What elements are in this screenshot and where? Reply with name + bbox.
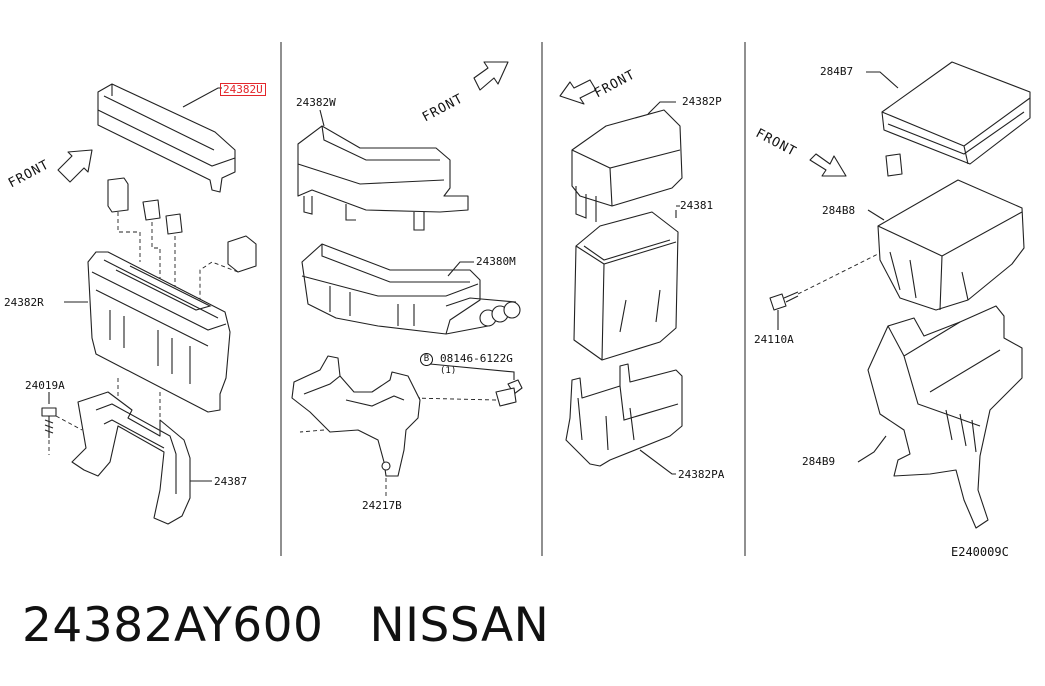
- leader-tray: [857, 435, 887, 463]
- bracket-2-drawing: [291, 355, 421, 477]
- front-arrow-3: [559, 79, 597, 105]
- cover-p-drawing: [571, 109, 683, 222]
- relay: [227, 235, 257, 273]
- label-top-cover: 24382U: [220, 83, 266, 96]
- connector: [885, 153, 903, 177]
- front-arrow-1: [57, 149, 93, 183]
- tray-drawing: [867, 305, 1023, 529]
- bracket-3-drawing: [565, 363, 683, 467]
- lid-drawing: [881, 61, 1031, 165]
- box-m-drawing: [301, 243, 521, 335]
- leader-box-1: [675, 205, 680, 218]
- caption: 24382AY600 NISSAN: [22, 598, 549, 653]
- leader-bracket-3: [639, 449, 676, 475]
- leader-top-cover: [182, 87, 222, 108]
- bolt-2-drawing: [495, 379, 523, 407]
- label-cover-w: 24382W: [296, 96, 336, 109]
- parts-diagram: 24382U FRONT 24382R 24019A 24387 24382W …: [4, 42, 1031, 559]
- box-8-drawing: [877, 179, 1025, 311]
- label-bolt-2: 08146-6122G: [440, 352, 513, 365]
- label-bracket-3: 24382PA: [678, 468, 725, 481]
- leader-box-m: [447, 261, 474, 277]
- top-cover-drawing: [97, 83, 236, 193]
- fuse-1: [107, 177, 129, 213]
- caption-brand: NISSAN: [369, 598, 550, 653]
- leader-lid: [866, 71, 899, 89]
- bolt-prefix-badge: B: [420, 353, 433, 366]
- front-arrow-2: [473, 61, 509, 91]
- front-arrow-4: [809, 153, 847, 177]
- leader-box-8: [867, 209, 885, 221]
- diagram-drawing: [41, 42, 1031, 556]
- leader-cover-p: [647, 101, 676, 115]
- diagram-code: E240009C: [951, 545, 1009, 559]
- label-box-m: 24380M: [476, 255, 516, 268]
- box-1-drawing: [573, 211, 679, 361]
- bolt-3-drawing: [769, 291, 799, 311]
- bracket-1-drawing: [71, 391, 191, 525]
- caption-part-number: 24382AY600: [22, 598, 324, 653]
- fuse-2: [142, 199, 161, 221]
- fuse-block-drawing: [87, 251, 231, 413]
- label-box-1: 24381: [680, 199, 714, 212]
- label-bracket-1: 24387: [214, 475, 248, 488]
- bolt-1-drawing: [41, 407, 57, 438]
- fuse-3: [165, 213, 183, 235]
- label-bracket-2: 24217B: [362, 499, 402, 512]
- cover-w-drawing: [297, 125, 469, 231]
- label-fuse-block: 24382R: [4, 296, 44, 309]
- leader-bolt-2: [429, 363, 515, 380]
- label-box-8: 284B8: [822, 204, 856, 217]
- leader-cover-w: [319, 109, 325, 127]
- label-bolt-3: 24110A: [754, 333, 794, 346]
- label-tray: 284B9: [802, 455, 836, 468]
- label-lid: 284B7: [820, 65, 854, 78]
- label-cover-p: 24382P: [682, 95, 722, 108]
- label-bolt-2-qty: (1): [440, 366, 457, 376]
- label-bolt-1: 24019A: [25, 379, 65, 392]
